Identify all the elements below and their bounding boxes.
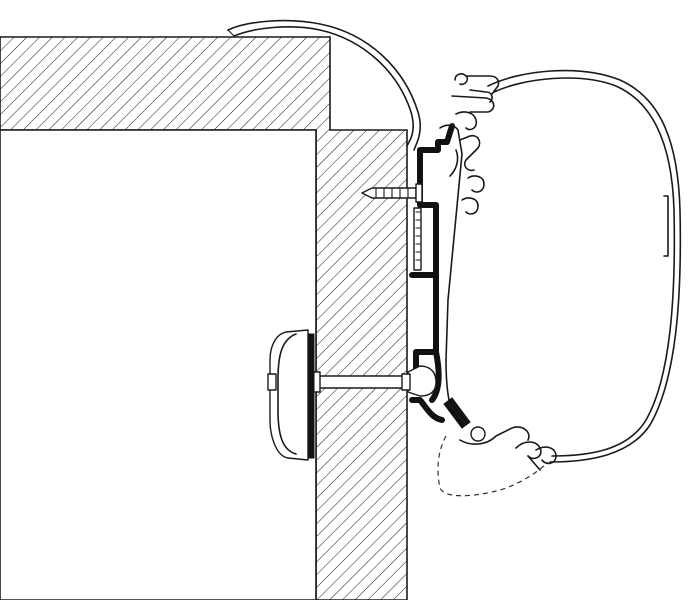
dashed-lower-outline <box>437 435 549 497</box>
awning-cassette <box>451 69 682 463</box>
lower-clamp <box>443 397 557 471</box>
interior-cavity <box>0 129 317 600</box>
inner-backing-cap <box>267 329 315 461</box>
rail-spacer <box>413 207 422 271</box>
wall-mounting-rail <box>409 123 455 423</box>
roof-cover-strip <box>227 19 422 151</box>
upper-wood-screw <box>361 183 423 203</box>
front-profile <box>439 111 485 413</box>
